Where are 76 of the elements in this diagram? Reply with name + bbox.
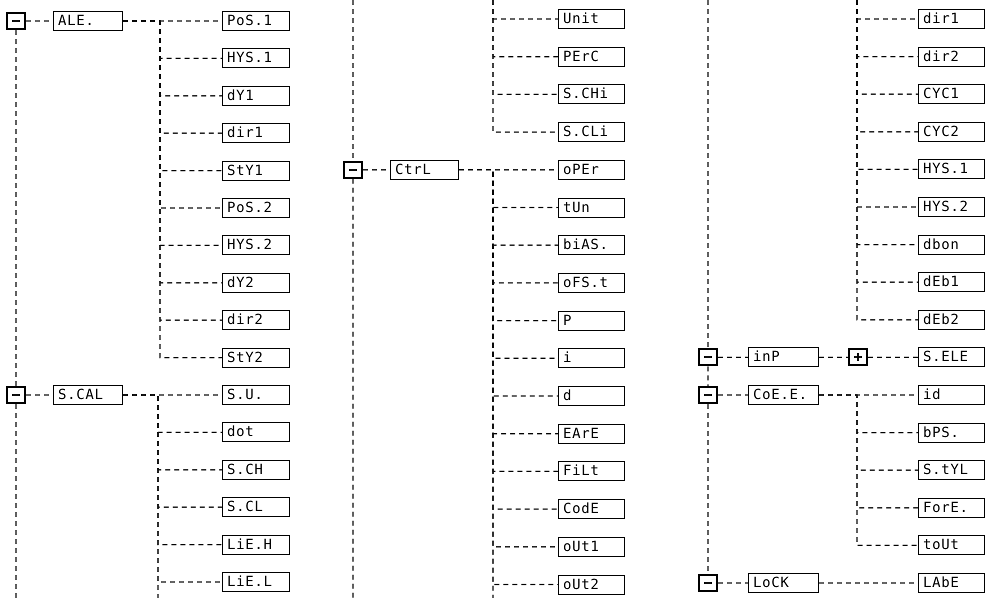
menu-code-box: LiE.H [222,534,290,555]
menu-code-box: oUt1 [558,536,625,557]
menu-code-box: PoS.2 [222,198,290,218]
menu-code-box: S.CL [222,497,290,518]
menu-code-box: HYS.2 [222,235,290,256]
menu-code-box: S.ELE [918,347,985,368]
menu-code-box: bPS. [918,422,985,443]
menu-code-box: StY2 [222,348,290,368]
dashed-connector [123,394,159,598]
collapse-toggle [698,348,718,366]
menu-code-box: FiLt [558,461,625,482]
menu-code-box: dot [222,422,290,442]
menu-code-box: S.tYL [918,460,985,480]
menu-code-box: LoCK [748,573,819,593]
menu-code-box: S.CAL [53,385,123,405]
dashed-connector [868,356,918,358]
menu-code-box: PoS.1 [222,11,290,31]
menu-code-box: dir2 [222,310,290,330]
menu-code-box: dEb1 [918,272,985,292]
dashed-connector [718,356,748,358]
collapse-toggle [6,386,26,404]
collapse-toggle [698,386,718,404]
dashed-connector [15,30,17,386]
dashed-connector [718,582,748,584]
menu-code-box: dir1 [918,9,985,29]
menu-code-box: HYS.1 [222,48,290,68]
menu-code-box: CoE.E. [748,385,819,405]
dashed-connector [819,394,918,546]
menu-code-box: dir2 [918,46,985,67]
menu-code-box: biAS. [558,235,625,256]
dashed-connector [707,404,709,574]
menu-code-box: HYS.2 [918,197,985,217]
menu-code-box: ForE. [918,498,985,518]
collapse-toggle [6,12,26,30]
menu-code-box: S.CH [222,460,290,480]
menu-code-box: dbon [918,234,985,255]
menu-code-box: i [558,348,625,368]
dashed-connector [718,394,748,396]
menu-code-box: S.CLi [558,122,625,142]
menu-code-box: CodE [558,499,625,520]
menu-code-box: CYC2 [918,122,985,142]
menu-code-box: ALE. [53,11,123,31]
menu-code-box: dY2 [222,272,290,293]
menu-code-box: dir1 [222,123,290,144]
dashed-connector [352,0,354,161]
collapse-toggle [343,160,363,179]
menu-code-box: oFS.t [558,272,625,293]
dashed-connector [707,366,709,386]
menu-code-box: CtrL [390,160,459,180]
menu-code-box: id [918,385,985,405]
menu-code-box: S.U. [222,385,290,405]
dashed-connector [352,178,354,598]
dashed-connector [819,356,848,358]
menu-code-box: PErC [558,46,625,67]
menu-code-box: EArE [558,424,625,444]
menu-code-box: oUt2 [558,574,625,594]
menu-code-box: dY1 [222,86,290,106]
collapse-toggle [698,574,718,592]
expand-toggle [848,348,868,366]
menu-code-box: tUn [558,198,625,218]
menu-code-box: dEb2 [918,310,985,330]
dashed-connector [707,0,709,348]
menu-code-box: Unit [558,9,625,29]
menu-code-box: HYS.1 [918,159,985,180]
menu-code-box: oPEr [558,160,625,180]
menu-code-box: LiE.L [222,572,290,592]
menu-code-box: LAbE [918,573,985,593]
menu-code-box: d [558,386,625,406]
dashed-connector [15,404,17,598]
menu-code-box: toUt [918,535,985,556]
dashed-connector [492,0,558,133]
menu-code-box: CYC1 [918,84,985,104]
menu-code-box: inP [748,347,819,368]
menu-code-box: S.CHi [558,84,625,104]
menu-code-box: P [558,310,625,331]
menu-code-box: StY1 [222,160,290,181]
